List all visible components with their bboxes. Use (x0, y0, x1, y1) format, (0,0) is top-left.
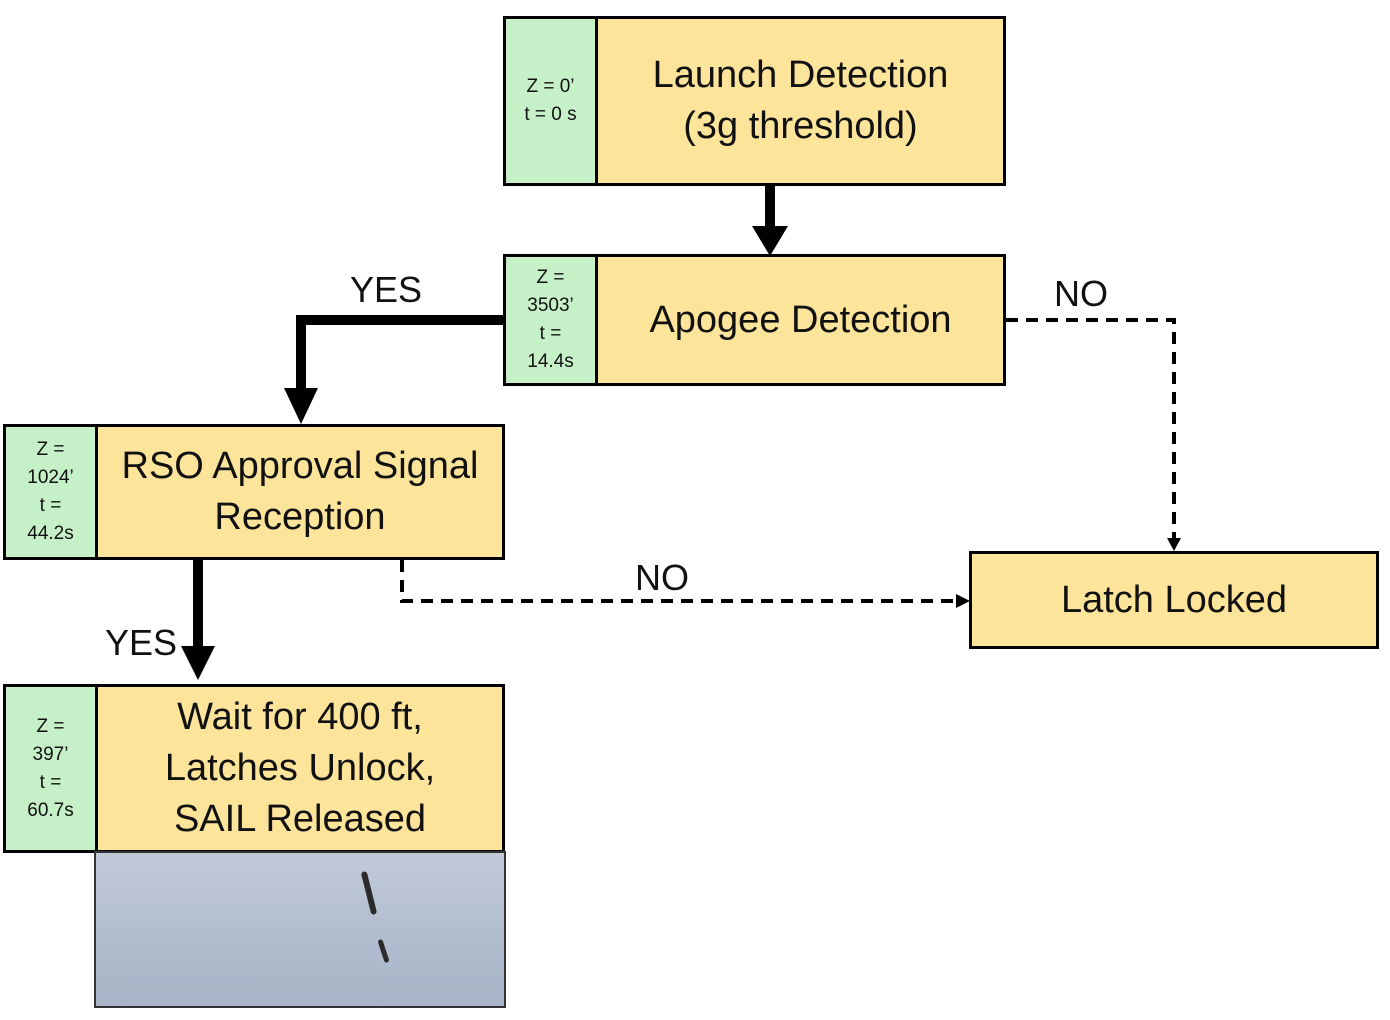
rso-label-line: RSO Approval Signal (121, 445, 479, 487)
rso-time-line: t = (39, 495, 62, 516)
rso-yes-label: YES (105, 622, 178, 663)
release-time-line: 60.7s (27, 799, 74, 821)
launch-altitude: Z = 0’ (526, 76, 575, 97)
apogee-time-line: 14.4s (527, 351, 574, 372)
arrowhead-latch-left (956, 594, 970, 608)
rso-altitude-line: 1024’ (27, 467, 74, 488)
release-label-line: Wait for 400 ft, (177, 696, 423, 738)
release-altitude-line: 397’ (32, 743, 69, 765)
rso-approval-label: RSO Approval Signal Reception (98, 427, 502, 557)
arrowhead-apogee (752, 226, 788, 256)
rocket-body-image (360, 870, 378, 916)
apogee-detection-label: Apogee Detection (598, 257, 1003, 383)
sail-release-box: Z = 397’ t = 60.7s Wait for 400 ft, Latc… (3, 684, 505, 853)
launch-detection-box: Z = 0’ t = 0 s Launch Detection (3g thre… (503, 16, 1006, 186)
release-label-line: SAIL Released (173, 798, 427, 840)
rso-approval-stats: Z = 1024’ t = 44.2s (6, 427, 98, 557)
apogee-time-line: t = (539, 323, 562, 344)
launch-detection-stats: Z = 0’ t = 0 s (506, 19, 598, 183)
latch-locked-label: Latch Locked (1060, 578, 1288, 621)
arrowhead-latch-top (1167, 538, 1181, 551)
release-label-line: Latches Unlock, (164, 747, 436, 789)
rso-altitude-line: Z = (36, 439, 65, 460)
edge-apogee-yes (296, 315, 503, 393)
sail-release-label: Wait for 400 ft, Latches Unlock, SAIL Re… (98, 687, 502, 850)
rso-no-label: NO (635, 557, 689, 598)
apogee-label-line: Apogee Detection (649, 298, 952, 341)
launch-detection-label: Launch Detection (3g threshold) (598, 19, 1003, 183)
launch-label-line: Launch Detection (652, 54, 949, 96)
rso-approval-box: Z = 1024’ t = 44.2s RSO Approval Signal … (3, 424, 505, 560)
edge-rso-no (400, 560, 958, 603)
apogee-detection-box: Z = 3503’ t = 14.4s Apogee Detection (503, 254, 1006, 386)
sail-release-photo (94, 851, 506, 1008)
apogee-altitude-line: 3503’ (527, 295, 574, 316)
apogee-detection-stats: Z = 3503’ t = 14.4s (506, 257, 598, 383)
rso-time-line: 44.2s (27, 523, 74, 544)
apogee-yes-label: YES (350, 269, 423, 310)
apogee-no-label: NO (1054, 273, 1108, 314)
sail-release-stats: Z = 397’ t = 60.7s (6, 687, 98, 850)
sail-payload-image (377, 938, 390, 964)
apogee-altitude-line: Z = (536, 267, 565, 288)
arrowhead-rso (284, 388, 318, 424)
arrowhead-release (181, 646, 215, 680)
release-time-line: t = (39, 771, 62, 793)
rso-label-line: Reception (214, 496, 386, 538)
release-altitude-line: Z = (36, 715, 65, 737)
launch-label-line: (3g threshold) (683, 105, 918, 147)
latch-locked-box: Latch Locked (969, 551, 1379, 649)
launch-time: t = 0 s (524, 104, 577, 125)
edge-apogee-no (1006, 318, 1176, 540)
